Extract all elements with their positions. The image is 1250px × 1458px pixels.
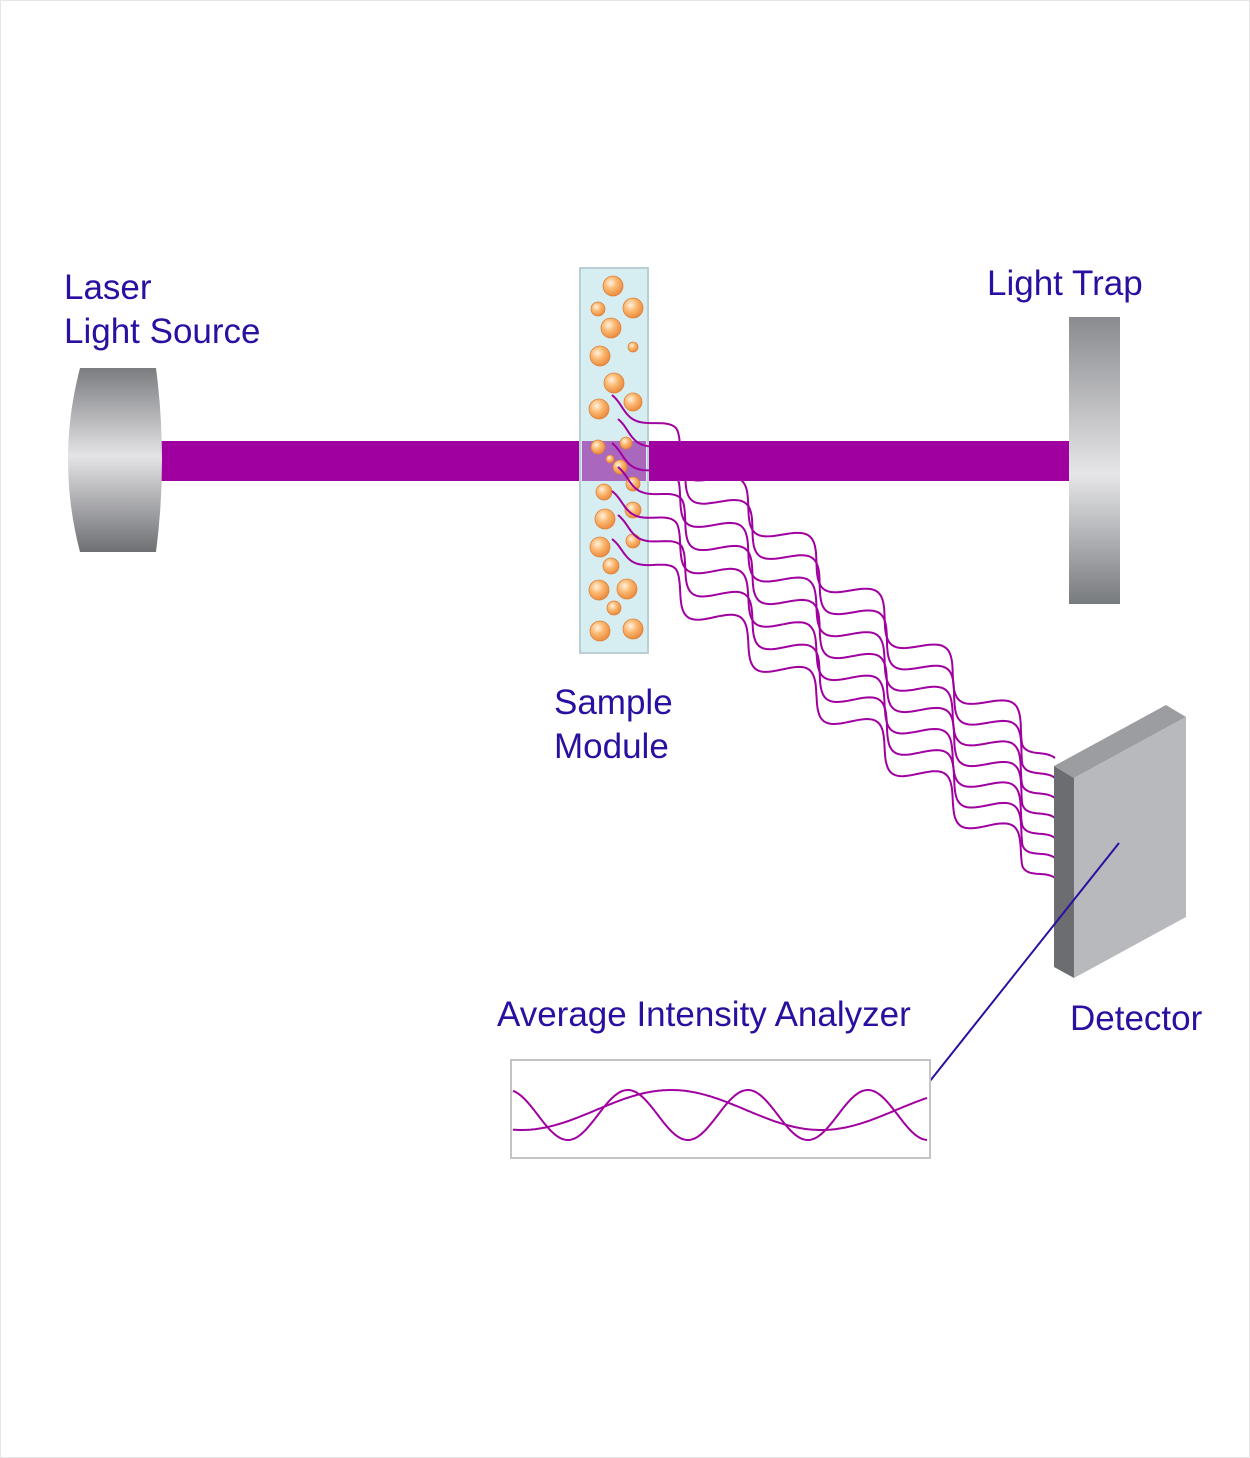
laser-source-icon xyxy=(68,368,162,552)
particle xyxy=(588,579,610,601)
sample-label-line1: Sample xyxy=(554,683,673,722)
particle xyxy=(589,345,611,367)
particle xyxy=(594,508,616,530)
scattered-wave xyxy=(617,418,1056,779)
scattered-wave xyxy=(611,394,1056,759)
particle xyxy=(600,317,622,339)
particle xyxy=(602,275,624,297)
particle xyxy=(606,600,622,616)
laser-label-line1: Laser xyxy=(64,268,152,307)
scattered-wave xyxy=(617,466,1056,819)
particle xyxy=(603,372,625,394)
particle xyxy=(588,398,610,420)
particles-group xyxy=(588,275,644,642)
light-trap-label: Light Trap xyxy=(987,264,1143,303)
particle xyxy=(602,557,620,575)
particle xyxy=(595,483,613,501)
analyzer-label: Average Intensity Analyzer xyxy=(497,995,911,1034)
particle xyxy=(590,439,606,455)
particle xyxy=(612,459,628,475)
particle xyxy=(622,297,644,319)
particle xyxy=(624,501,642,519)
detector-icon xyxy=(1054,705,1186,978)
sample-label-line2: Module xyxy=(554,727,669,766)
sample-cuvette-icon xyxy=(579,267,649,654)
particle xyxy=(623,392,643,412)
signal-trace-icon xyxy=(510,1059,931,1159)
scattered-wave xyxy=(611,442,1056,799)
particle xyxy=(627,341,639,353)
detector-label: Detector xyxy=(1070,999,1203,1038)
scattered-wave xyxy=(617,514,1056,859)
analyzer-box xyxy=(510,1059,931,1159)
particle xyxy=(590,301,606,317)
slow-signal-trace xyxy=(512,1089,928,1131)
particle xyxy=(589,620,611,642)
particle xyxy=(625,533,641,549)
fast-signal-trace xyxy=(512,1089,928,1141)
laser-label-line2: Light Source xyxy=(64,312,261,351)
particle xyxy=(619,436,633,450)
light-trap-icon xyxy=(1069,317,1120,604)
scattered-wave xyxy=(611,538,1056,879)
scattered-wave xyxy=(611,490,1056,839)
detector-connector-line xyxy=(929,842,1120,1082)
scattered-light-waves xyxy=(611,394,1056,879)
particle xyxy=(616,578,638,600)
particle xyxy=(622,618,644,640)
particle xyxy=(589,536,611,558)
particle xyxy=(605,454,615,464)
